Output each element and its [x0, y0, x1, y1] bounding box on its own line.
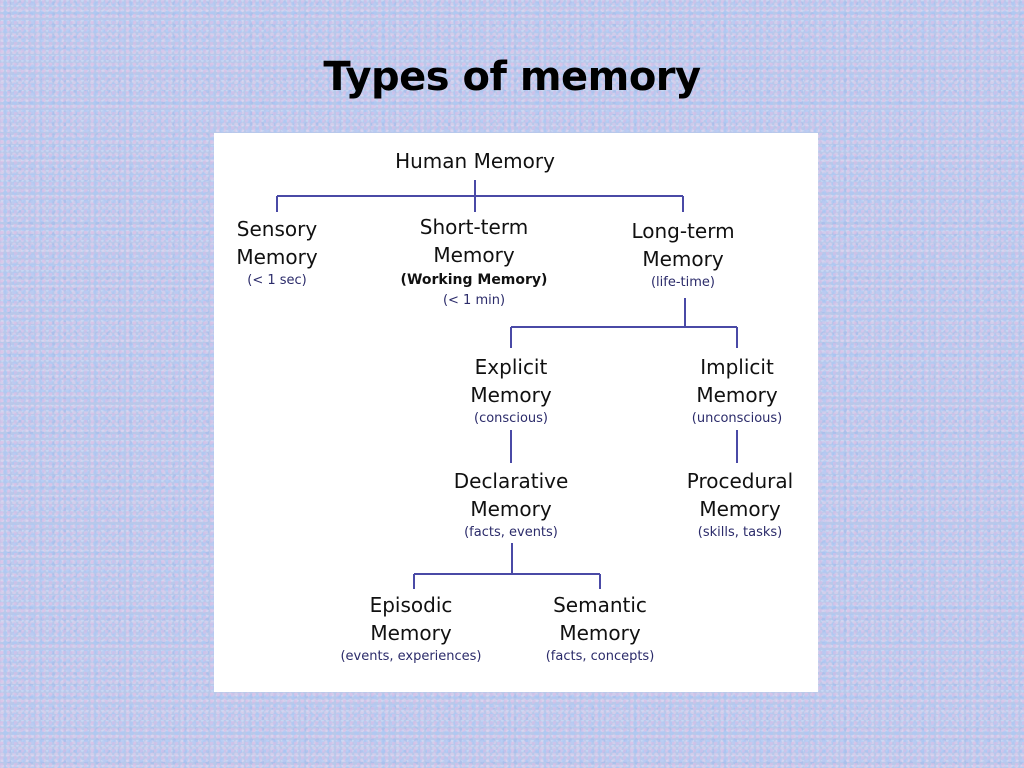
sensory-line2: Memory [236, 245, 318, 269]
node-episodic-memory: Episodic Memory (events, experiences) [311, 591, 511, 667]
procedural-line2: Memory [699, 497, 781, 521]
slide-title: Types of memory [323, 54, 701, 100]
sensory-line1: Sensory [236, 217, 318, 241]
long-term-line2: Memory [642, 247, 724, 271]
procedural-line1: Procedural [686, 469, 794, 493]
node-semantic-memory: Semantic Memory (facts, concepts) [500, 591, 700, 667]
node-implicit-memory: Implicit Memory (unconscious) [637, 353, 837, 429]
semantic-line1: Semantic [553, 593, 647, 617]
node-declarative-memory: Declarative Memory (facts, events) [411, 467, 611, 543]
semantic-line2: Memory [559, 621, 641, 645]
node-explicit-memory: Explicit Memory (conscious) [411, 353, 611, 429]
node-sensory-memory: Sensory Memory (< 1 sec) [177, 215, 377, 291]
long-term-line1: Long-term [631, 219, 735, 243]
sensory-note: (< 1 sec) [247, 273, 307, 288]
short-term-line2: Memory [433, 243, 515, 267]
connector-lines [276, 180, 738, 589]
short-term-line1: Short-term [419, 215, 529, 239]
implicit-line1: Implicit [700, 355, 774, 379]
declarative-line1: Declarative [453, 469, 569, 493]
explicit-line1: Explicit [474, 355, 548, 379]
memory-diagram: Human Memory Sensory Memory (< 1 sec) Sh… [214, 133, 818, 692]
episodic-line2: Memory [370, 621, 452, 645]
explicit-note: (conscious) [474, 411, 548, 426]
procedural-note: (skills, tasks) [697, 525, 783, 540]
implicit-note: (unconscious) [691, 411, 783, 426]
implicit-line2: Memory [696, 383, 778, 407]
human-memory-label: Human Memory [395, 149, 555, 173]
episodic-line1: Episodic [369, 593, 453, 617]
node-long-term-memory: Long-term Memory (life-time) [583, 217, 783, 293]
semantic-note: (facts, concepts) [545, 649, 655, 664]
node-human-memory: Human Memory [375, 147, 575, 175]
short-term-extra: (Working Memory) [400, 272, 548, 288]
node-procedural-memory: Procedural Memory (skills, tasks) [640, 467, 840, 543]
long-term-note: (life-time) [650, 275, 715, 290]
declarative-line2: Memory [470, 497, 552, 521]
episodic-note: (events, experiences) [340, 649, 482, 664]
node-short-term-memory: Short-term Memory (Working Memory) (< 1 … [374, 213, 574, 311]
explicit-line2: Memory [470, 383, 552, 407]
short-term-note: (< 1 min) [442, 293, 506, 308]
declarative-note: (facts, events) [464, 525, 558, 540]
